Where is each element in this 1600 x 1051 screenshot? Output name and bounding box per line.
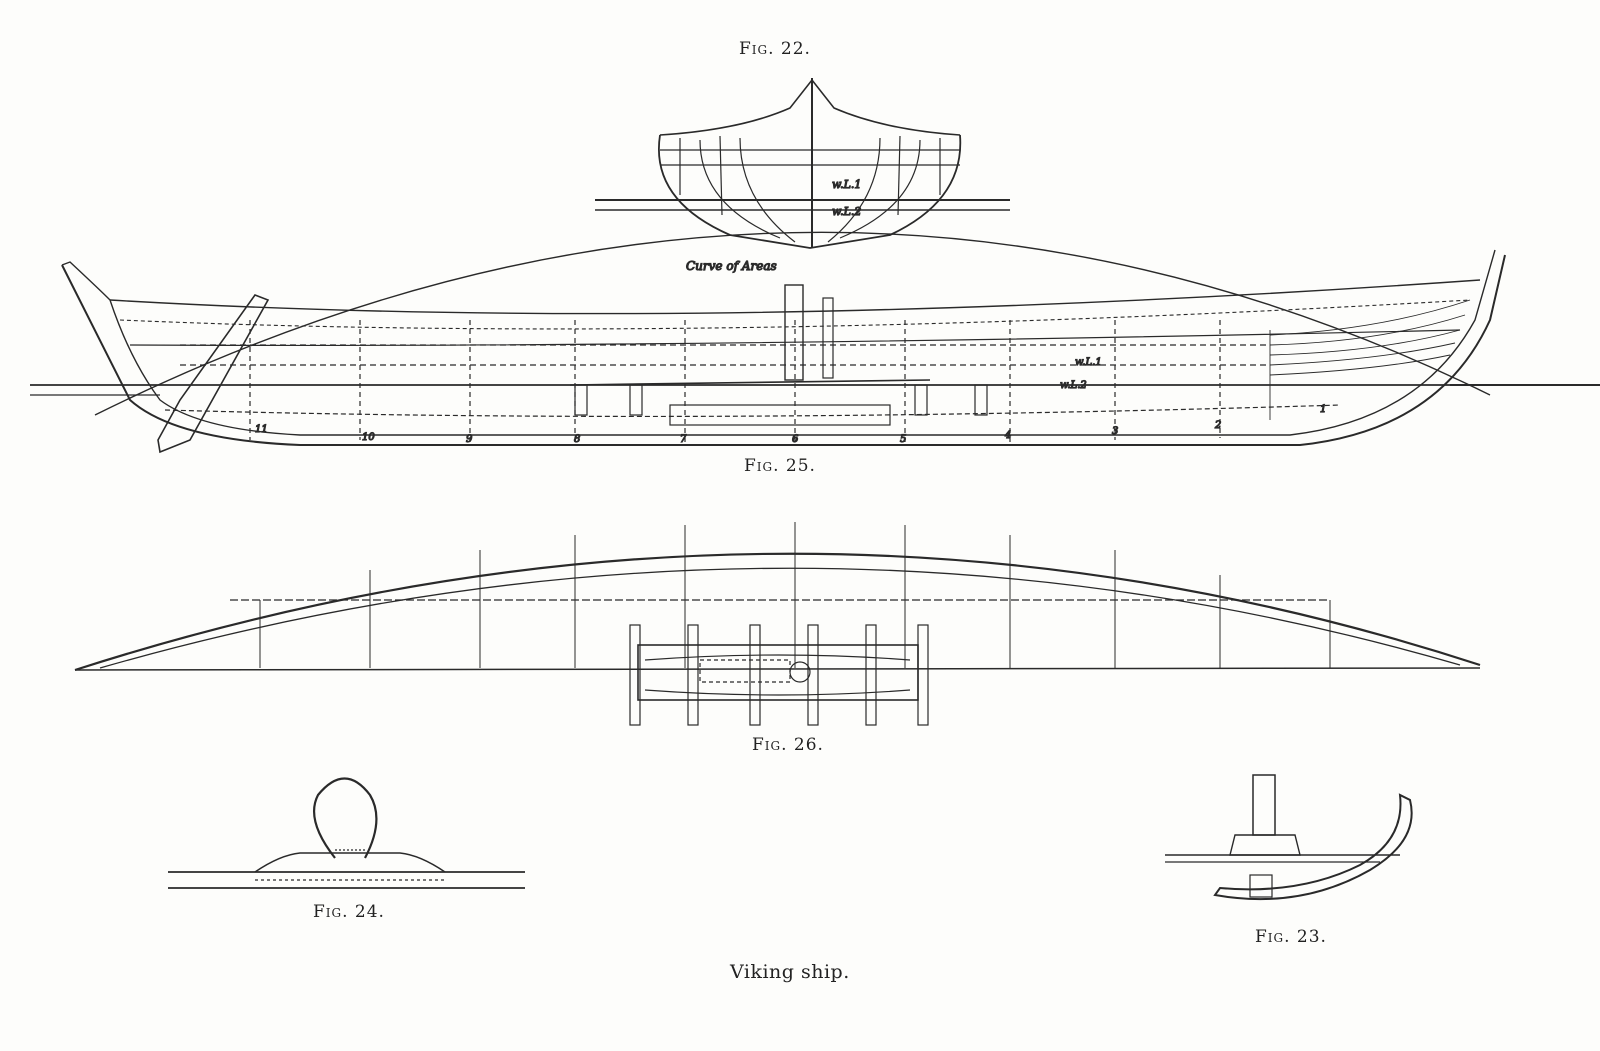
fig25-wl2-label: w.L.2 [1060,380,1087,391]
curve-of-areas-line [94,231,1491,416]
main-caption: Viking ship. [730,961,850,983]
fig22-wl1-label: w.L.1 [832,178,861,191]
fig24-caption: Fig. 24. [313,902,385,922]
steering-oar [157,294,270,454]
station-5: 5 [900,434,906,445]
station-9: 9 [466,434,473,445]
station-6: 6 [792,434,799,445]
fig25-caption: Fig. 25. [744,456,816,476]
station-11: 11 [255,424,268,435]
fig25-wl1-label: w.L.1 [1075,357,1102,368]
station-7: 7 [680,434,687,445]
station-4: 4 [1004,430,1011,441]
fig22-body-plan: w.L.1 w.L.2 [595,78,1010,249]
fig25-profile: Curve of Areas [30,231,1600,454]
fig26-caption: Fig. 26. [752,735,824,755]
station-2: 2 [1214,420,1221,431]
curve-of-areas-label: Curve of Areas [686,259,777,273]
fig24-oar-fitting [168,777,525,889]
station-8: 8 [574,434,580,445]
fig22-wl2-label: w.L.2 [832,205,861,218]
station-3: 3 [1112,426,1118,437]
fig23-caption: Fig. 23. [1255,927,1327,947]
station-1: 1 [1320,404,1326,415]
station-10: 10 [362,432,375,443]
fig26-half-breadth [74,522,1481,726]
fig22-caption: Fig. 22. [739,39,811,59]
fig23-stem-detail [1165,774,1413,901]
